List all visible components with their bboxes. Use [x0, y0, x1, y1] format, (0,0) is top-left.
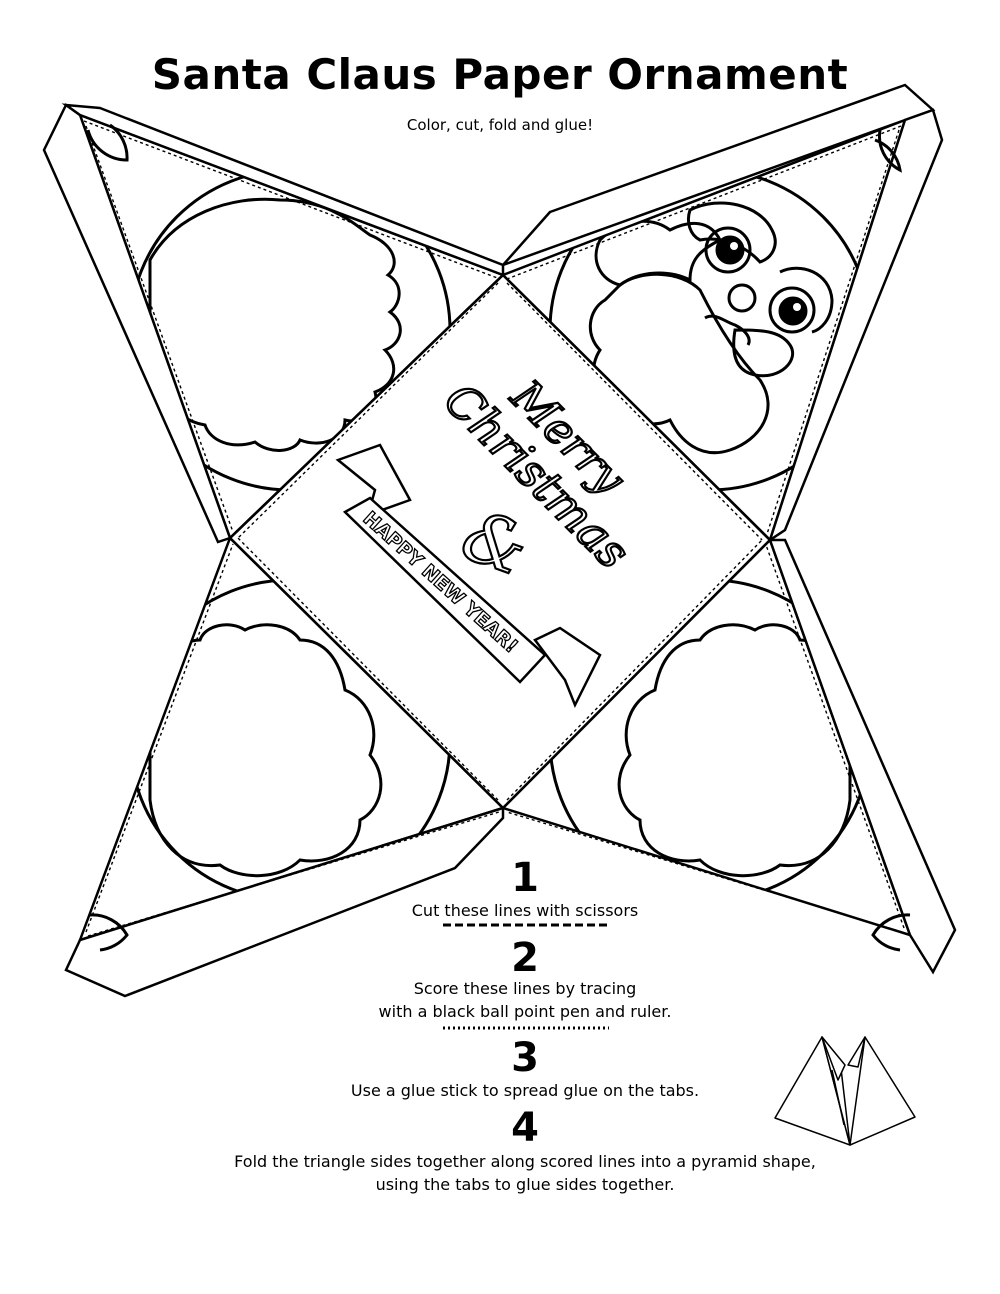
corner-arc	[86, 123, 129, 162]
cut-line-sample	[443, 923, 609, 927]
greeting-ampersand: &	[452, 494, 539, 592]
page-title: Santa Claus Paper Ornament	[151, 50, 849, 99]
santa-face-icon	[686, 201, 834, 378]
page-subtitle: Color, cut, fold and glue!	[406, 116, 594, 134]
step-4-text-line1: Fold the triangle sides together along s…	[234, 1152, 816, 1171]
step-2-number: 2	[511, 935, 539, 981]
corner-arc	[89, 913, 129, 952]
step-4-number: 4	[511, 1105, 539, 1151]
santa-beard-icon	[588, 272, 770, 455]
step-4-text-line2: using the tabs to glue sides together.	[375, 1175, 675, 1194]
banner-ribbon-icon	[335, 443, 602, 709]
corner-arc	[874, 129, 902, 173]
step-3-number: 3	[511, 1035, 539, 1081]
step-3-text: Use a glue stick to spread glue on the t…	[350, 1081, 700, 1100]
santa-beard-icon	[148, 197, 402, 452]
corner-arc	[871, 913, 911, 952]
step-2-text-line1: Score these lines by tracing	[413, 979, 637, 998]
step-1-number: 1	[511, 855, 539, 901]
step-2-text-line2: with a black ball point pen and ruler.	[378, 1002, 672, 1021]
glue-tabs	[42, 83, 957, 998]
step-1-text: Cut these lines with scissors	[411, 901, 639, 920]
score-lines	[83, 120, 905, 937]
pyramid-diagram-icon	[774, 1036, 916, 1146]
score-line-sample	[443, 1026, 609, 1030]
